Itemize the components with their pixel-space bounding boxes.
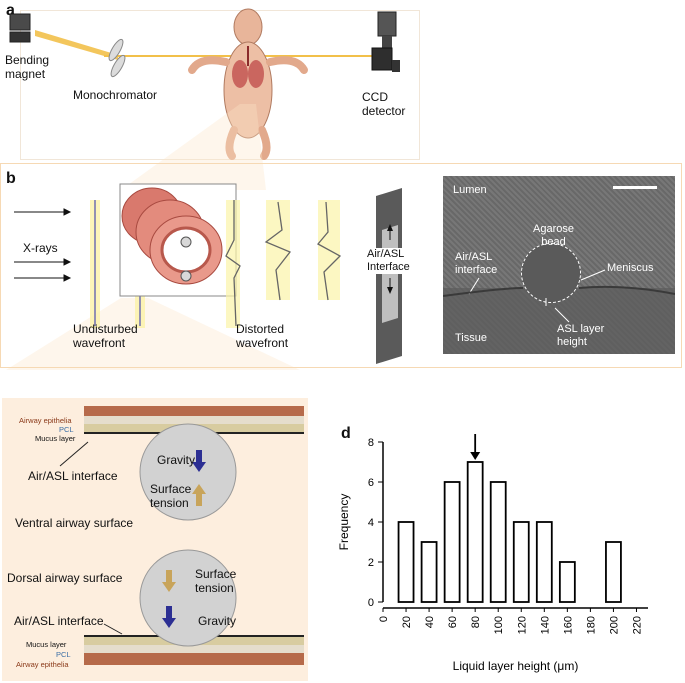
meniscus-label: Meniscus [607, 262, 654, 274]
histogram-bar [535, 521, 553, 603]
panel-a-frame [20, 10, 420, 160]
x-tick-label: 40 [424, 616, 436, 628]
pig-illustration [188, 8, 308, 160]
zoom-cone-b-c [6, 298, 300, 370]
bottom-mucus-label: Mucus layer [26, 640, 67, 649]
agarose-bead-label: Agarose bead [533, 223, 574, 248]
bottom-air-asl-interface-label: Air/ASL interface [14, 614, 104, 628]
top-bead [139, 423, 237, 521]
mode-arrow-head [470, 452, 481, 460]
x-tick-label: 80 [470, 616, 482, 628]
histogram-bar [397, 521, 415, 603]
histogram-bar [558, 561, 576, 603]
x-tick-label: 100 [493, 616, 505, 634]
bottom-pcl-label: PCL [56, 650, 71, 659]
x-tick-label: 140 [539, 616, 551, 634]
bending-magnet [9, 13, 31, 43]
lumen-label: Lumen [453, 184, 487, 196]
interface-label: Air/ASL Interface [367, 248, 410, 274]
panel-d-label: d [341, 425, 351, 442]
panel-c-diagram [59, 406, 304, 665]
panel-b-frame [0, 163, 682, 368]
x-tick-label: 0 [378, 616, 390, 622]
bottom-gravity-arrow [162, 606, 176, 628]
ventral-airway-surface-label: Ventral airway surface [15, 516, 134, 530]
beam-segment [35, 30, 118, 60]
top-pcl-label: PCL [59, 425, 74, 434]
histogram-bar [420, 541, 438, 603]
undisturbed-wavefront-label: Undisturbed wavefront [73, 322, 138, 350]
top-air-asl-interface-label: Air/ASL interface [28, 469, 118, 483]
ccd-detector [371, 11, 400, 72]
bottom-airway-epithelia-label: Airway epithelia [16, 660, 69, 669]
bottom-interface-pointer [103, 623, 123, 635]
x-tick-label: 180 [585, 616, 597, 634]
interface-slab [376, 188, 402, 364]
bottom-gravity-label: Gravity [198, 614, 237, 628]
ccd-detector-label: CCD detector [362, 90, 406, 118]
air-asl-interface-label: Air/ASL interface [455, 251, 498, 276]
y-tick-label: 4 [368, 517, 374, 529]
x-tick-label: 160 [562, 616, 574, 634]
panel-b-label: b [6, 170, 16, 187]
x-tick-label: 200 [608, 616, 620, 634]
top-gravity-arrow [192, 450, 206, 472]
histogram-bar [466, 461, 484, 603]
top-surface-tension-label: Surface tension [150, 482, 192, 510]
x-tick-label: 220 [631, 616, 643, 634]
panel-b-diagram [14, 183, 402, 364]
micrograph: Lumen Agarose bead Air/ASL interface Men… [443, 176, 675, 354]
xrays-label: X-rays [23, 241, 58, 255]
tissue-label: Tissue [455, 332, 487, 344]
histogram-bar [443, 481, 461, 603]
monochromator-label: Monochromator [73, 88, 158, 102]
distorted-wavefronts [225, 200, 342, 328]
top-interface-pointer [59, 441, 89, 467]
asl-layer-height-label: ASL layer height [557, 323, 605, 348]
y-tick-label: 0 [368, 597, 374, 609]
y-tick-label: 2 [368, 557, 374, 569]
top-airway-epithelia-label: Airway epithelia [19, 416, 72, 425]
airway-tube [121, 187, 223, 285]
x-tick-label: 20 [401, 616, 413, 628]
panel-a-label: a [6, 2, 15, 19]
monochromator-crystals [108, 38, 126, 78]
x-tick-label: 60 [447, 616, 459, 628]
histogram-bar [605, 541, 622, 603]
histogram-bar [512, 521, 530, 603]
scale-bar [613, 186, 657, 189]
agarose-bead [521, 243, 581, 303]
histogram-bar [489, 481, 507, 603]
top-mucus-label: Mucus layer [35, 434, 76, 443]
y-tick-label: 6 [368, 477, 374, 489]
x-axis-title: Liquid layer height (μm) [453, 659, 579, 673]
y-tick-label: 8 [368, 437, 374, 449]
bottom-bead [139, 549, 237, 647]
micrograph-annotations [443, 269, 675, 323]
y-axis-title: Frequency [337, 494, 351, 551]
panel-a-illustration [9, 8, 400, 160]
bottom-surface-tension-label: Surface tension [195, 567, 237, 595]
distorted-wavefront-label: Distorted wavefront [236, 322, 289, 350]
x-tick-label: 120 [516, 616, 528, 634]
bending-magnet-label: Bending magnet [5, 53, 50, 81]
top-gravity-label: Gravity [157, 453, 196, 467]
top-tension-arrow [192, 484, 206, 506]
xray-arrows [14, 208, 72, 282]
zoom-cone-a-b [121, 104, 266, 190]
dorsal-airway-surface-label: Dorsal airway surface [7, 571, 123, 585]
bottom-tension-arrow [162, 570, 176, 592]
